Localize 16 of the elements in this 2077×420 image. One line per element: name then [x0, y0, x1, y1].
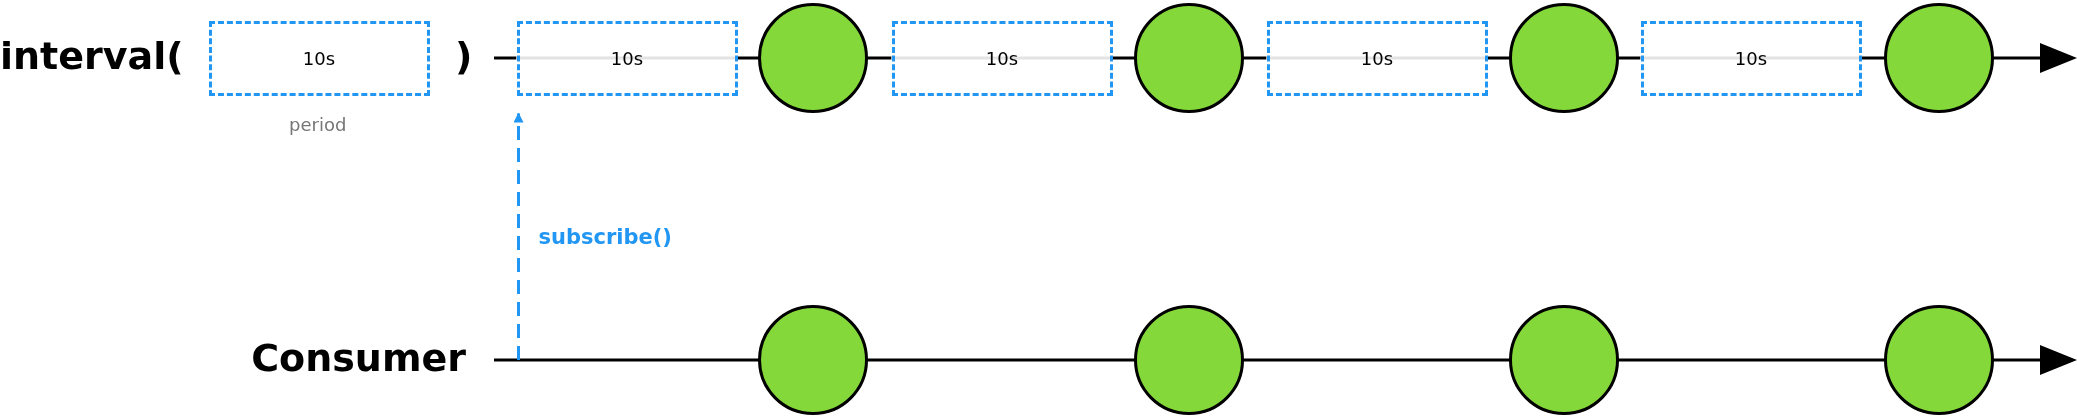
dashed-interval-box	[516, 20, 738, 96]
arrow	[513, 112, 524, 360]
duration-label: 10s	[1360, 47, 1394, 69]
duration-label: 10s	[610, 47, 644, 69]
parameter-label: period	[289, 113, 347, 135]
edge-label: subscribe()	[538, 224, 672, 249]
dashed-interval-box	[1266, 20, 1488, 96]
dashed-interval-box	[1640, 20, 1862, 96]
dashed-interval-box	[208, 20, 430, 96]
dashed-interval-box	[891, 20, 1113, 96]
duration-label: 10s	[1734, 47, 1768, 69]
duration-label: 10s	[985, 47, 1019, 69]
stream-label: Consumer	[251, 338, 466, 378]
duration-label: 10s	[302, 47, 336, 69]
stream-label: interval(	[0, 36, 184, 76]
stream-label: )	[455, 36, 473, 76]
